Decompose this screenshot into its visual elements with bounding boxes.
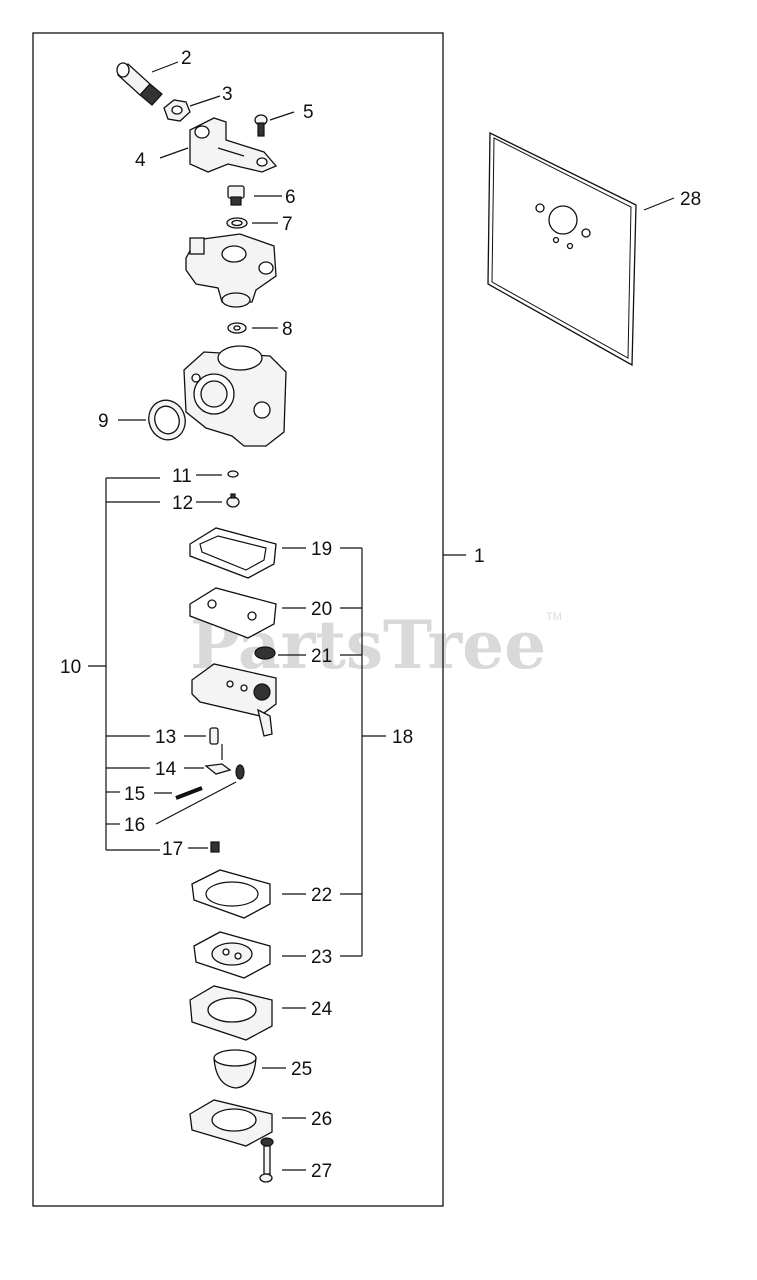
callout-13: 13	[155, 727, 176, 748]
part-23-diaphragm[interactable]	[193, 931, 271, 979]
part-28-gasket-plate[interactable]	[487, 131, 637, 367]
callout-16: 16	[124, 815, 145, 836]
callout-23: 23	[311, 947, 332, 968]
part-4-bracket[interactable]	[189, 117, 278, 173]
leader-lines	[88, 61, 675, 1171]
assembly-frame	[32, 32, 444, 1207]
callout-8: 8	[282, 319, 293, 340]
callout-7: 7	[282, 214, 293, 235]
callout-17: 17	[162, 839, 183, 860]
part-9-ring[interactable]	[143, 395, 191, 445]
callout-21: 21	[311, 646, 332, 667]
part-7-washer[interactable]	[226, 217, 248, 229]
part-3-hex-nut[interactable]	[163, 99, 191, 122]
callout-20: 20	[311, 599, 332, 620]
callout-14: 14	[155, 759, 177, 780]
part-20-diaphragm[interactable]	[189, 587, 277, 639]
callout-15: 15	[124, 784, 145, 805]
part-25-primer-bulb[interactable]	[213, 1049, 257, 1089]
callout-12: 12	[172, 493, 193, 514]
carburetor-body	[183, 345, 287, 447]
part-5-screw[interactable]	[254, 114, 268, 137]
part-14-needle-valve[interactable]	[204, 763, 245, 780]
part-24-cover[interactable]	[189, 985, 273, 1041]
callout-24: 24	[311, 999, 333, 1020]
part-21-disc[interactable]	[254, 646, 276, 660]
part-27-screw[interactable]	[259, 1137, 274, 1183]
callouts: 2 3 4 5 6 7 8 9 10 11 12 13 14 15 16 17 …	[60, 48, 701, 1182]
callout-27: 27	[311, 1161, 332, 1182]
callout-25: 25	[291, 1059, 312, 1080]
callout-11: 11	[172, 466, 192, 487]
metering-body	[191, 663, 277, 737]
part-13-pin[interactable]	[209, 727, 219, 745]
callout-5: 5	[303, 102, 314, 123]
callout-18: 18	[392, 727, 413, 748]
callout-6: 6	[285, 187, 296, 208]
part-26-plate[interactable]	[189, 1099, 273, 1147]
part-15-pin[interactable]	[175, 786, 203, 800]
callout-3: 3	[222, 84, 233, 105]
part-22-gasket[interactable]	[191, 869, 271, 919]
callout-4: 4	[135, 150, 146, 171]
part-17-screw[interactable]	[210, 841, 220, 853]
callout-19: 19	[311, 539, 332, 560]
part-8-clip[interactable]	[227, 322, 247, 334]
part-2-adjuster[interactable]	[116, 62, 163, 106]
callout-22: 22	[311, 885, 332, 906]
part-12-needle[interactable]	[226, 493, 240, 508]
callout-1: 1	[474, 546, 485, 567]
part-11-washer[interactable]	[227, 470, 239, 478]
callout-2: 2	[181, 48, 192, 69]
throttle-assembly	[185, 233, 277, 308]
callout-9: 9	[98, 411, 109, 432]
callout-26: 26	[311, 1109, 332, 1130]
watermark-trademark: TM	[546, 611, 562, 623]
part-6-plug[interactable]	[227, 185, 245, 206]
callout-28: 28	[680, 189, 701, 210]
part-19-gasket[interactable]	[189, 527, 277, 579]
callout-10: 10	[60, 657, 81, 678]
